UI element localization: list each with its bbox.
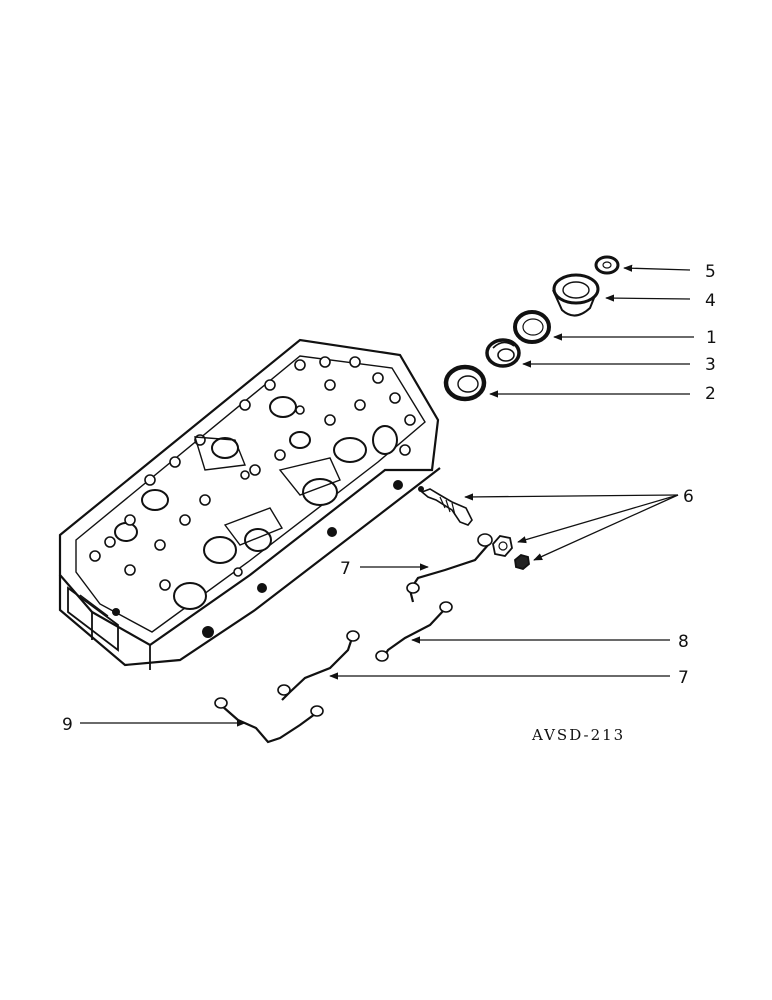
part-9-tube bbox=[214, 697, 324, 744]
drawing-code: AVSD-213 bbox=[531, 726, 625, 744]
cylinder-head bbox=[58, 338, 441, 670]
part-8-tube bbox=[375, 601, 453, 662]
callout-1: 1 bbox=[706, 328, 717, 348]
part-6-fitting bbox=[418, 486, 473, 526]
part-6-nut bbox=[492, 535, 513, 557]
part-4-cup bbox=[552, 273, 600, 317]
part-1-seal-ring bbox=[513, 310, 551, 344]
callout-2: 2 bbox=[705, 384, 716, 404]
callout-7-upper: 7 bbox=[340, 559, 351, 579]
callout-8: 8 bbox=[678, 632, 689, 652]
part-6-nut-small bbox=[514, 554, 530, 570]
part-7-tube-upper bbox=[406, 533, 493, 603]
callout-5: 5 bbox=[705, 262, 716, 282]
callout-4: 4 bbox=[705, 291, 716, 311]
callout-6: 6 bbox=[683, 487, 694, 507]
callout-7-lower: 7 bbox=[678, 668, 689, 688]
part-2-seal-ring bbox=[443, 364, 487, 402]
part-7-tube-lower bbox=[277, 630, 360, 701]
part-5-plug bbox=[594, 255, 620, 275]
leader-lines bbox=[80, 264, 694, 727]
part-3-sleeve bbox=[485, 338, 521, 368]
callout-3: 3 bbox=[705, 355, 716, 375]
callout-9: 9 bbox=[62, 715, 73, 735]
